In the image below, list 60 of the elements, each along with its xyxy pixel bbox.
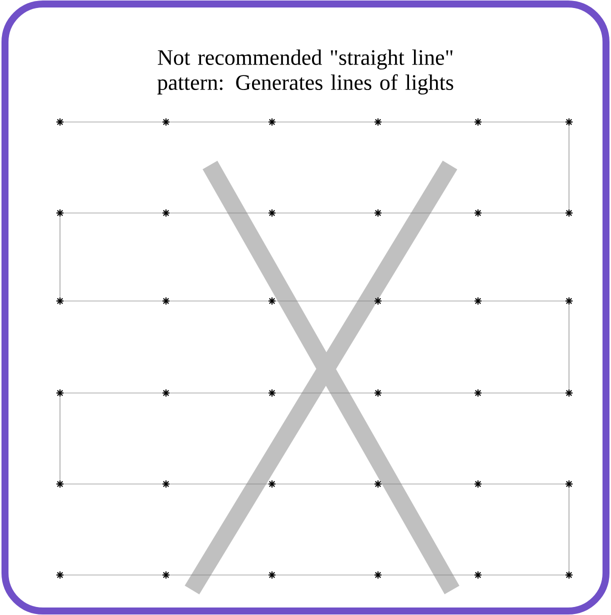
connecting-line: [276, 300, 374, 302]
connecting-line: [64, 212, 162, 214]
light-marker: [565, 480, 573, 488]
connecting-line: [482, 300, 566, 302]
light-marker: [565, 571, 573, 579]
light-marker: [565, 389, 573, 397]
light-marker: [474, 297, 482, 305]
light-marker: [56, 389, 64, 397]
connecting-line: [382, 574, 474, 576]
light-marker: [374, 571, 382, 579]
connecting-line: [170, 212, 268, 214]
connecting-line: [568, 488, 570, 572]
light-marker: [162, 118, 170, 126]
connecting-line: [482, 574, 566, 576]
connecting-line: [64, 392, 162, 394]
connecting-line: [276, 392, 374, 394]
light-marker: [474, 571, 482, 579]
connecting-line: [170, 392, 268, 394]
light-marker: [268, 209, 276, 217]
connecting-line: [482, 212, 566, 214]
light-marker: [474, 480, 482, 488]
light-marker: [56, 209, 64, 217]
connecting-line: [382, 212, 474, 214]
connecting-line: [170, 300, 268, 302]
light-marker: [565, 209, 573, 217]
connecting-line: [276, 212, 374, 214]
connecting-line: [382, 300, 474, 302]
connecting-line: [382, 392, 474, 394]
light-marker: [565, 297, 573, 305]
light-marker: [474, 209, 482, 217]
light-marker: [56, 297, 64, 305]
connecting-line: [64, 300, 162, 302]
light-marker: [474, 118, 482, 126]
light-marker: [56, 571, 64, 579]
light-marker: [374, 297, 382, 305]
light-marker: [268, 389, 276, 397]
light-marker: [374, 209, 382, 217]
light-marker: [162, 571, 170, 579]
light-marker: [268, 297, 276, 305]
light-marker: [565, 118, 573, 126]
light-marker: [162, 389, 170, 397]
connecting-line: [482, 392, 566, 394]
light-marker: [268, 571, 276, 579]
connecting-line: [64, 574, 162, 576]
light-marker: [374, 118, 382, 126]
light-marker: [162, 480, 170, 488]
light-marker: [56, 480, 64, 488]
title: Not recommended "straight line" pattern: Generates lines of lights: [157, 50, 454, 94]
connecting-line: [568, 126, 570, 210]
light-marker: [162, 297, 170, 305]
light-marker: [268, 118, 276, 126]
connecting-line: [276, 574, 374, 576]
light-marker: [474, 389, 482, 397]
light-marker: [374, 389, 382, 397]
light-marker: [374, 480, 382, 488]
light-marker: [56, 118, 64, 126]
light-marker: [268, 480, 276, 488]
light-marker: [162, 209, 170, 217]
connecting-line: [568, 304, 570, 390]
connecting-line: [170, 574, 268, 576]
